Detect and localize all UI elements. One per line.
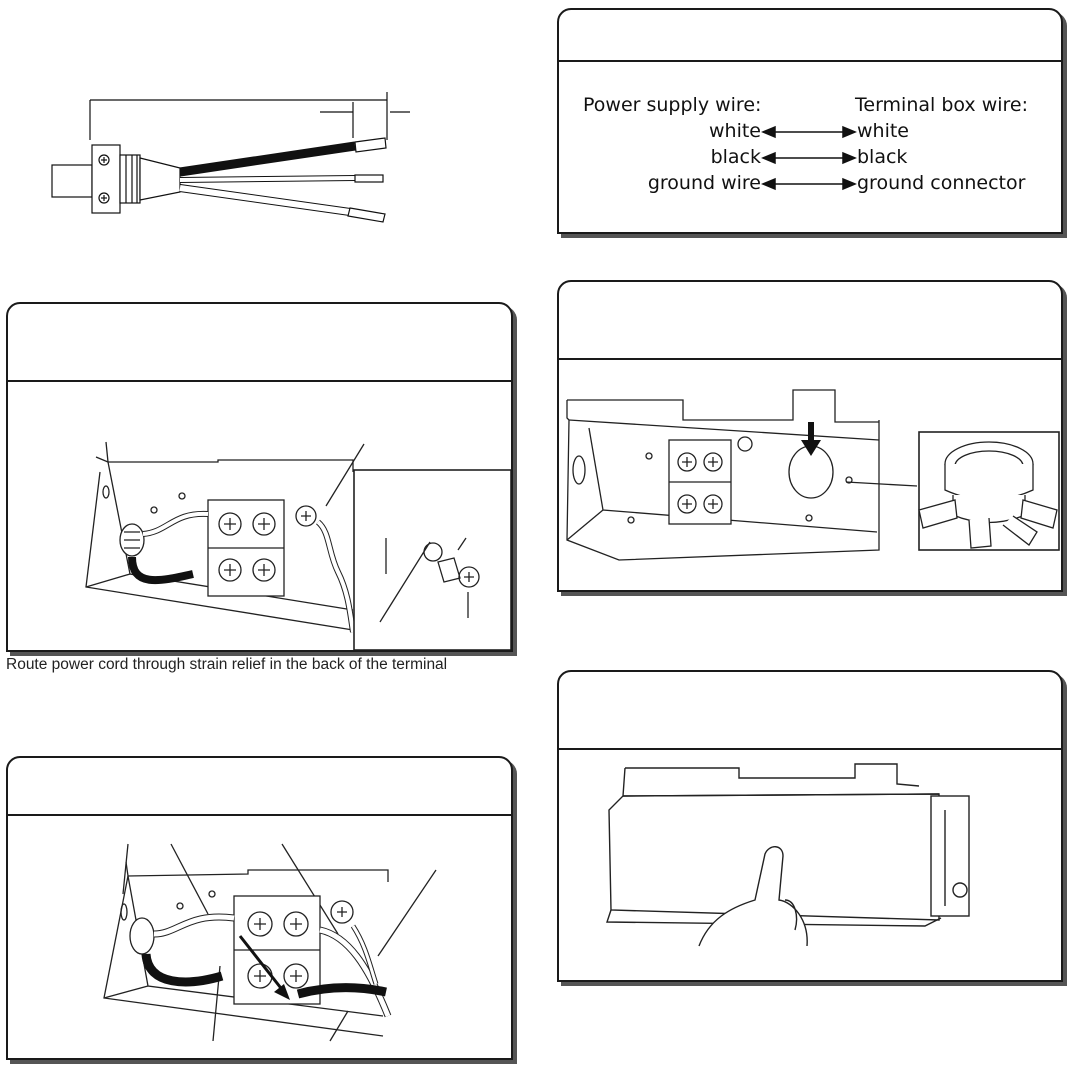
wiring-panel bbox=[6, 756, 513, 1060]
terminal-box-knockout-illustration bbox=[566, 389, 1060, 561]
terminal-wire-white: white bbox=[857, 120, 909, 142]
wire-direction-arrow-icon bbox=[238, 935, 286, 993]
terminal-wire-black: black bbox=[857, 146, 908, 168]
power-wire-black: black bbox=[710, 146, 761, 168]
terminal-ground-connector: ground connector bbox=[857, 172, 1026, 194]
power-wire-white: white bbox=[709, 120, 761, 142]
hand-icon bbox=[698, 846, 808, 947]
down-arrow-icon bbox=[801, 422, 821, 456]
strain-relief-caption: Route power cord through strain relief i… bbox=[6, 656, 448, 673]
double-arrow-icons bbox=[761, 125, 857, 191]
terminal-wiring-illustration bbox=[103, 843, 437, 1042]
terminal-block-illustration bbox=[85, 441, 511, 650]
power-wire-ground: ground wire bbox=[647, 172, 761, 194]
wire-connection-panel: Power supply wire: Terminal box wire: wh… bbox=[557, 8, 1063, 234]
knockout-panel bbox=[557, 280, 1063, 592]
cover-panel bbox=[557, 670, 1063, 982]
terminal-box-header: Terminal box wire: bbox=[855, 94, 1029, 116]
terminal-block-panel bbox=[6, 302, 513, 652]
wire-connection-table: Power supply wire: Terminal box wire: wh… bbox=[559, 10, 1061, 232]
terminal-cover-illustration bbox=[606, 763, 970, 947]
power-cord-diagram bbox=[51, 92, 410, 223]
power-supply-header: Power supply wire: bbox=[583, 94, 762, 116]
